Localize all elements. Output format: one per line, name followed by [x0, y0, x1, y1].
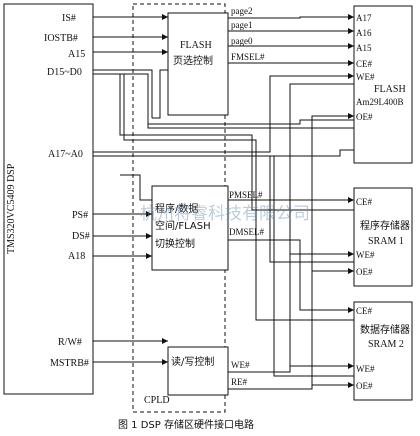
out-page1: page1 [231, 20, 253, 30]
flash-chip-title: FLASH [374, 84, 406, 95]
dsp-block [3, 3, 94, 395]
rw-control-block [167, 346, 229, 396]
wires [93, 16, 354, 390]
sram2-pin-ce: CE# [356, 306, 373, 316]
pin-a17-a0: A17~A0 [48, 149, 83, 160]
flash-pin-oe: OE# [356, 112, 373, 122]
sram1-block [353, 187, 413, 287]
pin-mstrb: MSTRB# [50, 358, 89, 369]
pin-ds: DS# [72, 231, 90, 242]
sram1-pin-we: WE# [356, 250, 375, 260]
sram1-line1: 程序存储器 [360, 219, 410, 232]
out-page0: page0 [231, 36, 253, 46]
flash-page-select-subtitle: 页选控制 [173, 54, 213, 67]
out-page2: page2 [231, 6, 253, 16]
pin-a15: A15 [68, 49, 85, 60]
out-fmsel: FMSEL# [231, 52, 265, 62]
pin-d15-d0: D15~D0 [47, 67, 82, 78]
pin-a18: A18 [68, 251, 85, 262]
figure-caption: 图 1 DSP 存储区硬件接口电路 [118, 418, 254, 431]
sram2-block [353, 301, 413, 401]
pin-rw: R/W# [58, 337, 82, 348]
out-pmsel: PMSEL# [229, 190, 263, 200]
dsp-label: TMS320VC5409 DSP [6, 163, 17, 254]
sram2-line2: SRAM 2 [368, 339, 404, 350]
out-we: WE# [231, 360, 250, 370]
pin-is: IS# [62, 13, 76, 24]
out-re: RE# [231, 377, 248, 387]
flash-chip-part: Am29L400B [356, 97, 404, 107]
flash-pin-a15: A15 [356, 43, 372, 53]
flash-page-select-block [167, 12, 229, 116]
space-switch-block [151, 185, 229, 271]
pin-ps: PS# [72, 210, 88, 221]
space-switch-line3: 切换控制 [155, 237, 195, 250]
sram2-line1: 数据存储器 [360, 323, 410, 336]
flash-pin-ce: CE# [356, 59, 373, 69]
flash-pin-we: WE# [356, 72, 375, 82]
arrowheads [146, 14, 354, 388]
pin-iostb: IOSTB# [44, 33, 78, 44]
sram1-pin-oe: OE# [356, 267, 373, 277]
flash-page-select-title: FLASH [180, 40, 212, 51]
watermark: 杭州将睿科技有限公司 [140, 204, 310, 224]
sram1-pin-ce: CE# [356, 197, 373, 207]
flash-pin-a17: A17 [356, 13, 372, 23]
sram1-line2: SRAM 1 [368, 236, 404, 247]
cpld-label: CPLD [144, 395, 170, 406]
rw-control-title: 读/写控制 [171, 355, 214, 368]
flash-pin-a16: A16 [356, 28, 372, 38]
out-dmsel: DMSEL# [229, 227, 265, 237]
sram2-pin-oe: OE# [356, 381, 373, 391]
space-switch-line2: 空间/FLASH [155, 219, 211, 232]
space-switch-line1: 程序/数据 [155, 202, 198, 215]
sram2-pin-we: WE# [356, 364, 375, 374]
flash-chip-block [353, 5, 413, 164]
